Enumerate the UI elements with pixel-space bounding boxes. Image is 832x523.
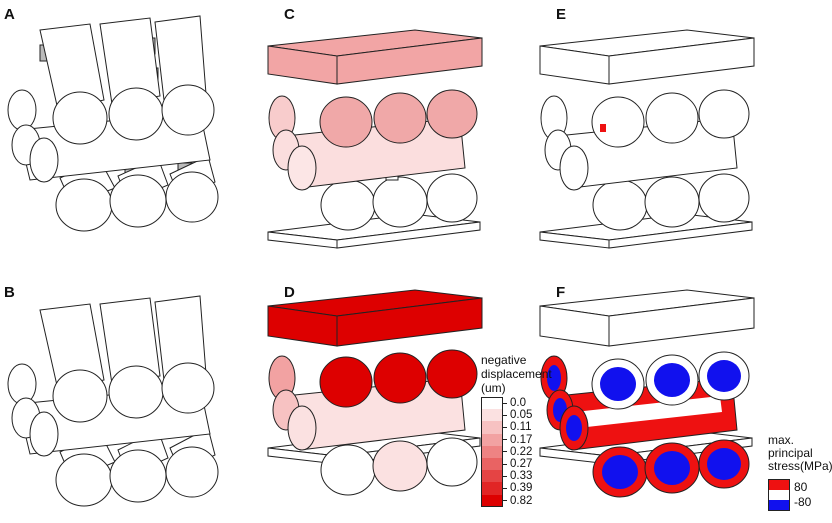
displacement-legend-value: 0.22 (510, 445, 533, 458)
displacement-legend-value: 0.05 (510, 409, 533, 422)
stress-legend-swatch (769, 500, 789, 510)
panel-label-d: D (284, 284, 295, 301)
displacement-legend-row: 0.82 (481, 494, 571, 507)
panel-label-a: A (4, 6, 15, 23)
stress-legend-title-2: principal (768, 446, 813, 460)
displacement-legend-row: 0.0 (481, 397, 571, 410)
panel-label-f: F (556, 284, 566, 301)
displacement-legend-value: 0.17 (510, 433, 533, 446)
displacement-legend-swatch (481, 494, 503, 507)
displacement-legend-value: 0.82 (510, 494, 533, 507)
displacement-legend-swatch (481, 445, 503, 458)
panel-c-displacement-low (267, 29, 483, 249)
panel-label-b: B (4, 284, 15, 301)
displacement-legend-swatch (481, 397, 503, 410)
panel-a-scaffold (7, 15, 219, 232)
panel-label-c: C (284, 6, 295, 23)
displacement-legend-swatch (481, 457, 503, 471)
displacement-legend-row: 0.05 (481, 409, 571, 422)
displacement-legend-title-2: displacement (481, 367, 552, 381)
displacement-legend-swatch (481, 409, 503, 422)
stress-legend-value-low: -80 (794, 495, 812, 509)
stress-legend-swatch (769, 480, 789, 490)
panel-label-e: E (556, 6, 567, 23)
displacement-legend-value: 0.33 (510, 470, 533, 483)
displacement-legend-row: 0.22 (481, 445, 571, 458)
stress-legend-title-1: max. (768, 433, 795, 447)
panel-d-displacement-high (267, 289, 483, 496)
stress-colorbar: 80 -80 (768, 479, 832, 513)
displacement-legend-swatch (481, 470, 503, 483)
stress-legend-swatch (769, 490, 789, 500)
displacement-legend-title-3: (um) (481, 381, 506, 395)
displacement-legend-swatch (481, 482, 503, 495)
panel-f-stress-high (539, 289, 755, 498)
displacement-legend-row: 0.33 (481, 470, 571, 483)
displacement-legend-swatch (481, 421, 503, 434)
displacement-legend-row: 0.11 (481, 421, 571, 434)
displacement-legend-swatch (481, 433, 503, 446)
displacement-legend-row: 0.17 (481, 433, 571, 446)
panel-b-scaffold-plain (7, 295, 219, 507)
stress-legend-title-3: stress(MPa) (768, 459, 832, 473)
stress-legend-value-high: 80 (794, 480, 808, 494)
panel-e-stress-low (539, 29, 755, 249)
displacement-legend-title-1: negative (481, 353, 527, 367)
displacement-legend-row: 0.27 (481, 457, 571, 471)
displacement-legend-value: 0.39 (510, 482, 533, 495)
displacement-legend-value: 0.11 (510, 421, 532, 434)
displacement-legend-row: 0.39 (481, 482, 571, 495)
displacement-legend-value: 0.0 (510, 397, 526, 410)
displacement-legend-value: 0.27 (510, 458, 533, 471)
stress-legend: max. principal stress(MPa) 80 -80 (768, 434, 832, 513)
